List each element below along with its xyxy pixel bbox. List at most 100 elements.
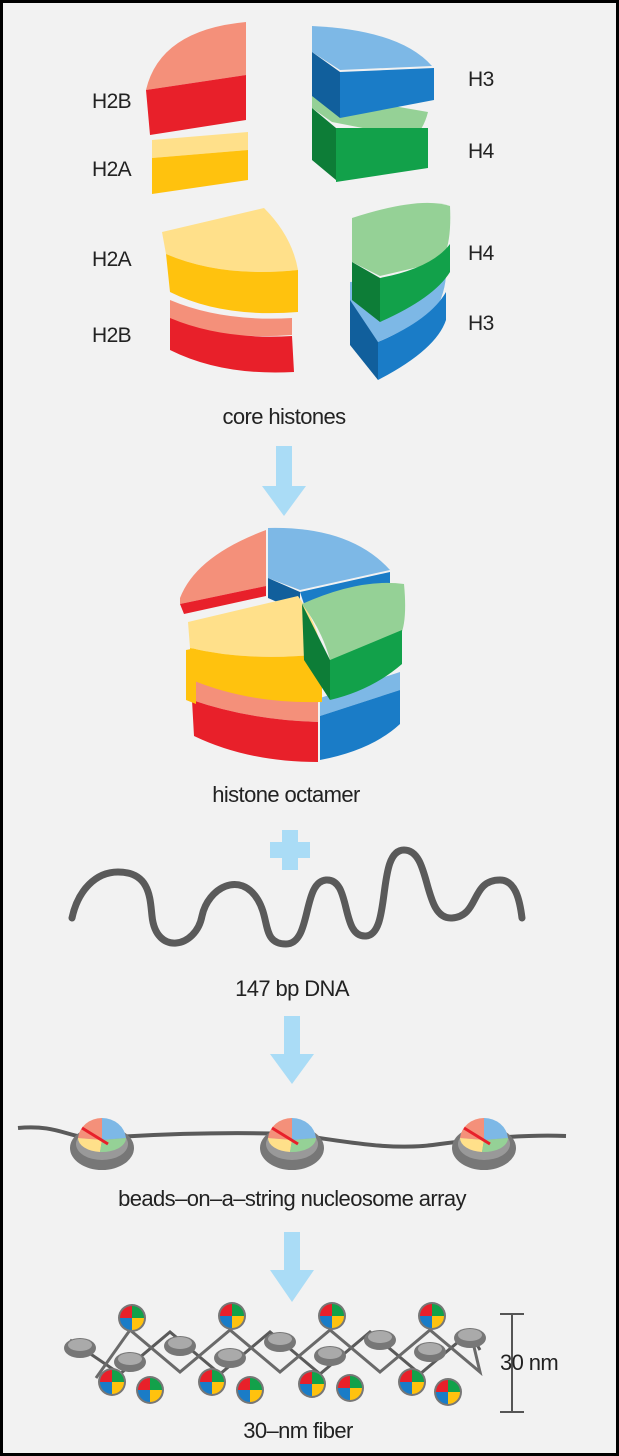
fiber-face-h4-9 — [150, 1378, 162, 1390]
h4-bottom-side-front — [380, 244, 450, 322]
fiber-face-h4-1 — [132, 1306, 144, 1318]
h4-side-left — [312, 108, 336, 180]
bead-2-h2a — [267, 1138, 292, 1152]
label-h2b-bottom: H2B — [92, 324, 132, 347]
fiber-face-h3-10 — [338, 1388, 350, 1400]
bead-2-seam — [271, 1126, 299, 1146]
bead-2-h2b — [268, 1117, 292, 1140]
caption-histone-octamer: histone octamer — [212, 782, 360, 807]
h2b-h2a-dimer-top — [146, 22, 248, 194]
fiber-face-h2b-10 — [338, 1376, 350, 1388]
fiber-face-h3-1 — [120, 1318, 132, 1330]
fiber-face-h2a-5 — [112, 1382, 124, 1394]
scale-bar-label: 30 nm — [500, 1350, 559, 1375]
arrow-2-head — [270, 1054, 314, 1084]
fiber-linker-2 — [94, 1327, 483, 1379]
fiber-face-h2b-8 — [400, 1370, 412, 1382]
label-h2a-bottom: H2A — [92, 248, 132, 271]
fiber-face-h2b-4 — [420, 1304, 432, 1316]
oct-h4-side-left — [302, 604, 330, 700]
oct-h3-lower-side — [320, 690, 400, 760]
caption-beads-array: beads–on–a–string nucleosome array — [118, 1186, 466, 1211]
oct-h2b-lower-side — [192, 700, 318, 762]
bead-1-seam — [81, 1126, 109, 1146]
fiber-stack-top-3 — [268, 1333, 292, 1345]
fiber-face-h2a-10 — [350, 1388, 362, 1400]
fiber-face-h3-12 — [238, 1390, 250, 1402]
h2a-side — [152, 150, 248, 194]
h4-h3-dimer-bottom — [350, 202, 451, 380]
fiber-stack-top-1 — [68, 1339, 92, 1351]
fiber-face-h4-4 — [432, 1304, 444, 1316]
fiber-stack-top-9 — [418, 1343, 442, 1355]
fiber-stack-top-7 — [218, 1349, 242, 1361]
h3-h4-dimer-top — [312, 26, 434, 182]
bead-3-seam — [463, 1126, 491, 1146]
fiber-face-h2a-11 — [448, 1392, 460, 1404]
oct-h3-upper-top — [268, 527, 390, 590]
fiber-face-h4-10 — [350, 1376, 362, 1388]
fiber-face-h4-5 — [112, 1370, 124, 1382]
oct-h3-lower-top — [320, 672, 400, 716]
fiber-face-h2b-6 — [200, 1370, 212, 1382]
fiber-face-h3-8 — [400, 1382, 412, 1394]
h4-bottom-top — [352, 202, 451, 276]
h4-side-front — [336, 128, 428, 182]
arrow-1-head — [262, 486, 306, 516]
label-h4-top: H4 — [468, 140, 494, 163]
h3-bottom-side-left — [350, 300, 378, 380]
beads-on-a-string — [17, 1117, 567, 1170]
fiber-face-h2b-5 — [100, 1370, 112, 1382]
fiber-face-h2b-2 — [220, 1304, 232, 1316]
fiber-face-h2a-3 — [332, 1316, 344, 1328]
h3-side-front — [340, 68, 434, 118]
h4-bottom-side-left — [352, 262, 380, 322]
label-h3-top: H3 — [468, 68, 494, 91]
fiber-face-h4-8 — [412, 1370, 424, 1382]
fiber-face-h2a-9 — [150, 1390, 162, 1402]
caption-core-histones: core histones — [222, 404, 346, 429]
bead-1-h2a — [77, 1138, 102, 1152]
fiber-face-h2a-2 — [232, 1316, 244, 1328]
down-arrow-3 — [270, 1232, 314, 1302]
fiber-face-h2a-1 — [132, 1318, 144, 1330]
dna-strand — [68, 846, 526, 948]
h3-top-face — [312, 26, 432, 70]
h2a-h2b-dimer-bottom — [162, 208, 298, 373]
oct-h2a-top — [188, 596, 322, 657]
h3-side-left — [312, 52, 340, 118]
fiber-face-h2b-11 — [436, 1380, 448, 1392]
nucleosome-bead-1 — [70, 1117, 134, 1170]
bead-2-h3 — [292, 1117, 316, 1140]
bead-1-h3 — [102, 1117, 126, 1140]
fiber-stack-top-6 — [118, 1353, 142, 1365]
h3-bottom-side-front — [378, 292, 446, 380]
fiber-face-h3-9 — [138, 1390, 150, 1402]
fiber-face-h3-4 — [420, 1316, 432, 1328]
plus-sign — [270, 830, 310, 870]
fiber-stack-top-5 — [458, 1329, 482, 1341]
histone-octamer — [180, 527, 406, 762]
fiber-face-h2a-8 — [412, 1382, 424, 1394]
thirty-nm-fiber — [64, 1302, 486, 1406]
fiber-face-h4-2 — [232, 1304, 244, 1316]
arrow-1-shaft — [276, 446, 292, 488]
h2a-bottom-top — [162, 208, 298, 272]
bead-3-h2b — [460, 1117, 484, 1140]
arrow-3-head — [270, 1270, 314, 1302]
fiber-face-h2b-7 — [300, 1372, 312, 1384]
bead-1-h2b — [78, 1117, 102, 1140]
label-h2b-top: H2B — [92, 90, 132, 113]
h2b-top-face — [146, 22, 246, 90]
h2b-side — [146, 75, 246, 135]
bead-3-h2a — [459, 1138, 484, 1152]
fiber-face-h3-6 — [200, 1382, 212, 1394]
bead-3-h3 — [484, 1117, 508, 1140]
fiber-face-h2a-6 — [212, 1382, 224, 1394]
fiber-face-h4-11 — [448, 1380, 460, 1392]
fiber-face-h4-6 — [212, 1370, 224, 1382]
down-arrow-1 — [262, 446, 306, 516]
fiber-face-h2a-4 — [432, 1316, 444, 1328]
fiber-face-h3-2 — [220, 1316, 232, 1328]
